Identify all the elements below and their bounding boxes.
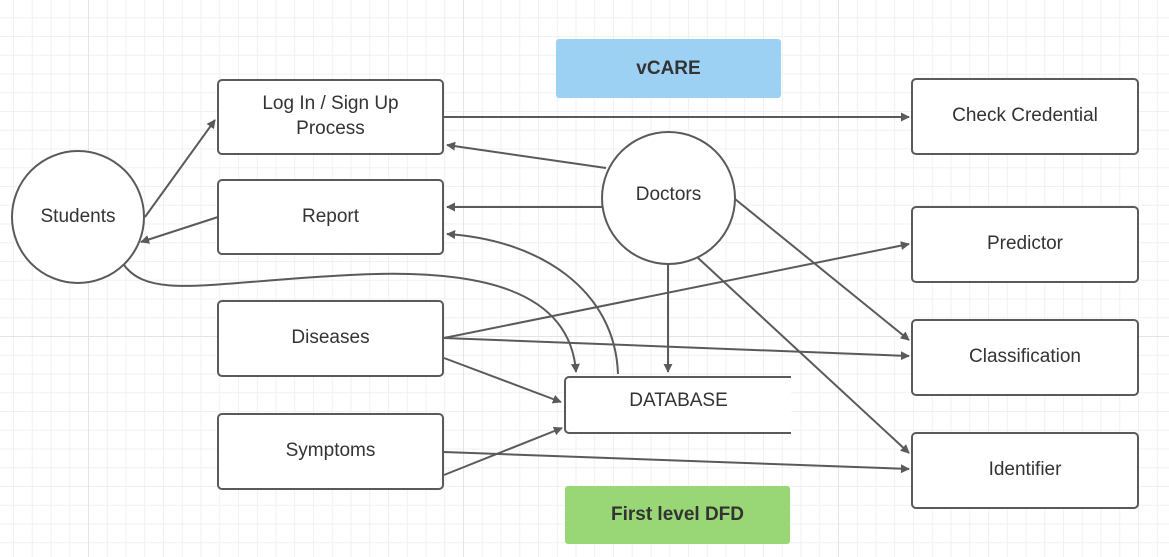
login-signup-process: Log In / Sign Up Process (217, 79, 444, 155)
flow-doctors-to-identifier (696, 256, 910, 454)
report-process: Report (217, 179, 444, 255)
symptoms-process: Symptoms (217, 413, 444, 490)
diagram-title: vCARE (556, 39, 781, 98)
doctors-entity: Doctors (601, 131, 736, 265)
flow-diseases-to-predictor (443, 241, 910, 339)
flow-symptoms-to-database (443, 426, 563, 476)
flow-doctors-to-classification (734, 198, 910, 341)
flow-students-to-database (123, 264, 580, 373)
flow-diseases-to-classification (443, 337, 910, 361)
classification-process: Classification (911, 319, 1139, 396)
flow-database-to-report (446, 230, 619, 375)
students-entity: Students (11, 150, 145, 284)
database-store: DATABASE (564, 376, 791, 434)
flow-symptoms-to-identifier (443, 451, 910, 474)
identifier-process: Identifier (911, 432, 1139, 509)
flow-diseases-to-database (443, 357, 562, 404)
flow-students-to-login (144, 119, 216, 218)
diseases-process: Diseases (217, 300, 444, 377)
flow-doctors-to-login (446, 141, 607, 169)
check-credential-process: Check Credential (911, 78, 1139, 155)
predictor-process: Predictor (911, 206, 1139, 283)
diagram-footer-label: First level DFD (565, 486, 790, 544)
flow-report-to-students (140, 216, 219, 244)
